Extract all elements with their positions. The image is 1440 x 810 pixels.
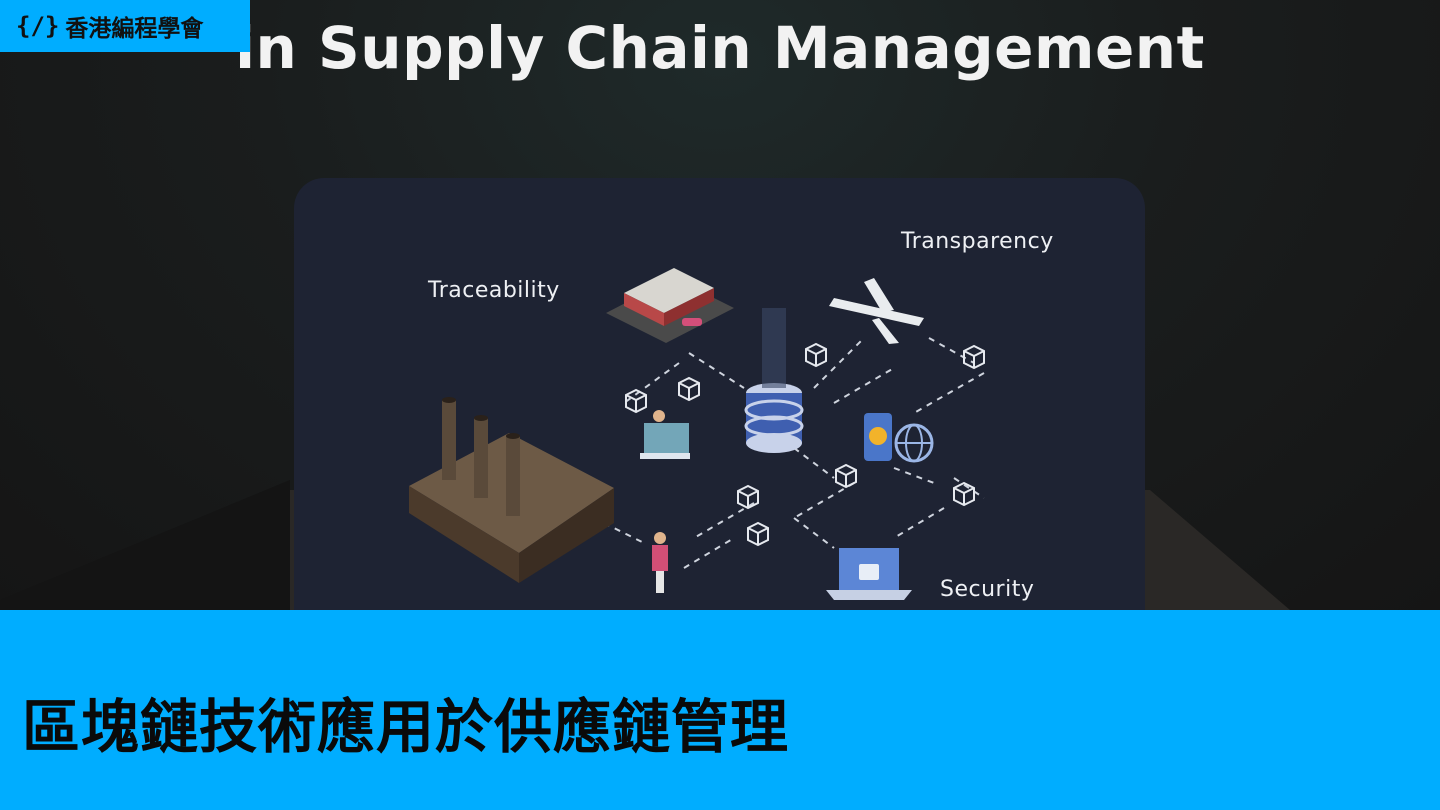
block-cube-icon bbox=[805, 342, 827, 368]
caption-bar: 區塊鏈技術應用於供應鏈管理 bbox=[0, 610, 1440, 810]
payment-globe-icon bbox=[864, 413, 934, 463]
block-cube-icon bbox=[835, 463, 857, 489]
database-icon bbox=[744, 308, 804, 453]
illustration-card bbox=[294, 178, 1145, 610]
airplane-icon bbox=[829, 278, 924, 344]
worker-desk-icon bbox=[640, 410, 690, 459]
warehouse-icon bbox=[606, 268, 734, 343]
block-cubes bbox=[625, 342, 985, 547]
hero-title: in Supply Chain Management bbox=[235, 14, 1205, 82]
courier-icon bbox=[652, 532, 668, 593]
laptop-lock-icon bbox=[826, 548, 912, 600]
traceability-label: Traceability bbox=[428, 278, 560, 303]
block-cube-icon bbox=[963, 344, 985, 370]
hero-image: in Supply Chain Management bbox=[0, 0, 1440, 610]
security-label: Security bbox=[940, 577, 1035, 602]
block-cube-icon bbox=[953, 481, 975, 507]
block-cube-icon bbox=[737, 484, 759, 510]
transparency-label: Transparency bbox=[901, 229, 1054, 254]
caption-title: 區塊鏈技術應用於供應鏈管理 bbox=[22, 693, 790, 761]
brand-name: 香港編程學會 bbox=[65, 16, 204, 42]
supply-chain-illustration bbox=[409, 268, 985, 600]
block-cube-icon bbox=[625, 388, 647, 414]
factory-icon bbox=[409, 397, 614, 583]
code-brackets-icon: {/} bbox=[16, 12, 60, 40]
block-cube-icon bbox=[747, 521, 769, 547]
brand-logo[interactable]: {/} 香港編程學會 bbox=[0, 0, 250, 52]
block-cube-icon bbox=[678, 376, 700, 402]
flow-lines bbox=[603, 337, 985, 569]
